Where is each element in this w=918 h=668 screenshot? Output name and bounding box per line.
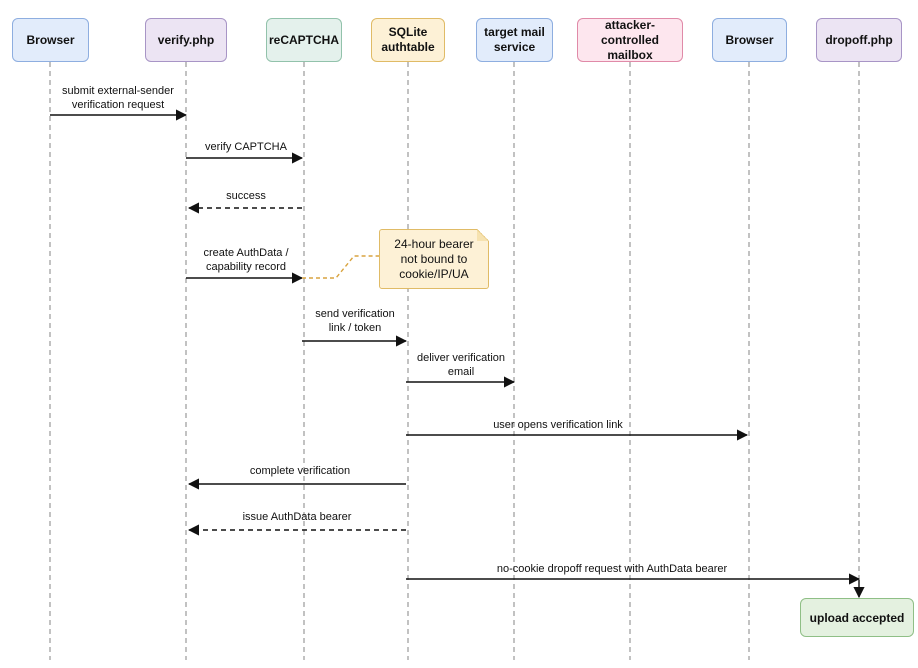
message-label-dropoff-request: no-cookie dropoff request with AuthData … [496, 563, 728, 575]
participant-verify-php: verify.php [145, 18, 227, 62]
note-text: 24-hour bearer not bound to cookie/IP/UA [394, 236, 474, 281]
message-label-complete-verification: complete verification [249, 465, 351, 477]
participant-dropoff-php: dropoff.php [816, 18, 902, 62]
message-label-verify-captcha: verify CAPTCHA [205, 141, 287, 153]
participant-browser: Browser [12, 18, 89, 62]
message-label-submit-request: submit external-sender verification requ… [62, 85, 174, 111]
participant-browser-2: Browser [712, 18, 787, 62]
message-label-send-link: send verification link / token [315, 308, 395, 334]
message-label-deliver-email: deliver verification email [416, 352, 506, 378]
message-label-success: success [226, 190, 266, 202]
message-label-issue-bearer: issue AuthData bearer [242, 511, 352, 523]
participant-recaptcha: reCAPTCHA [266, 18, 342, 62]
note-connector [302, 255, 379, 279]
note-fold-corner [477, 229, 489, 241]
message-label-user-opens-link: user opens verification link [493, 419, 623, 431]
participant-attacker-mailbox: attacker-controlled mailbox [577, 18, 683, 62]
participant-sqlite-authtable: SQLite authtable [371, 18, 445, 62]
message-label-create-authdata: create AuthData / capability record [203, 247, 289, 273]
result-upload-accepted: upload accepted [800, 598, 914, 637]
participant-target-mail-service: target mail service [476, 18, 553, 62]
note-bearer-not-bound: 24-hour bearer not bound to cookie/IP/UA [379, 229, 489, 289]
